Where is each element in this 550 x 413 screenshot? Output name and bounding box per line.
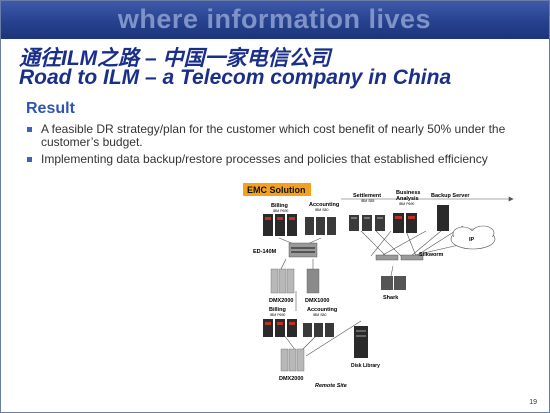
label-analysis-sub: IBM P690: [399, 202, 414, 206]
label-disk-library: Disk Library: [351, 363, 380, 369]
label-dmx1000: DMX1000: [305, 298, 329, 304]
emc-solution-diagram: EMC Solution Billing IBM P690 Accounting…: [243, 183, 514, 389]
label-settlement: Settlement: [353, 193, 381, 199]
slide-title-chinese: 通往ILM之路 – 中国一家电信公司: [19, 47, 331, 70]
ip-cloud-icon: [450, 225, 496, 250]
label-business: Business: [396, 190, 420, 196]
label-accounting-sub: IBM S80: [315, 208, 328, 212]
label-remote-billing-sub: IBM P690: [270, 313, 285, 317]
shark-storage-icon: [381, 276, 406, 290]
emc-solution-label: EMC Solution: [247, 185, 306, 195]
label-backup-server: Backup Server: [431, 193, 470, 199]
label-billing: Billing: [271, 203, 288, 209]
disk-library-icon: [354, 326, 368, 358]
bullet-icon: [27, 127, 32, 132]
silkworm-switch-icon: [375, 254, 399, 261]
label-ed-140m: ED-140M: [253, 249, 277, 255]
slide-title-english: Road to ILM – a Telecom company in China: [19, 66, 452, 89]
label-remote-dmx2000: DMX2000: [279, 376, 303, 382]
emc-solution-badge: [243, 183, 311, 196]
settlement-servers: [349, 215, 385, 231]
bullet-text: Implementing data backup/restore process…: [41, 152, 488, 166]
dmx2000-storage-icon: [270, 268, 295, 294]
label-remote-accounting: Accounting: [307, 307, 337, 313]
bullet-icon: [27, 157, 32, 162]
label-analysis: Analysis: [396, 196, 419, 202]
bullet-item: A feasible DR strategy/plan for the cust…: [26, 123, 531, 149]
bullet-list: A feasible DR strategy/plan for the cust…: [26, 123, 531, 170]
bullet-text: A feasible DR strategy/plan for the cust…: [41, 122, 506, 149]
banner-tagline: where information lives: [117, 4, 431, 34]
page-number: 19: [529, 399, 537, 406]
label-dmx2000: DMX2000: [269, 298, 293, 304]
analysis-servers: [393, 213, 417, 233]
label-billing-sub: IBM P690: [273, 209, 288, 213]
banner: where information lives: [1, 1, 549, 39]
ed-140m-switch-icon: [288, 242, 318, 258]
accounting-servers: [305, 217, 336, 235]
remote-accounting-servers: [303, 323, 334, 337]
label-remote-billing: Billing: [269, 307, 286, 313]
backup-server-icon: [437, 205, 449, 231]
label-ip: IP: [469, 237, 475, 243]
remote-dmx2000-storage-icon: [280, 348, 305, 372]
label-shark: Shark: [383, 295, 399, 301]
label-remote-accounting-sub: IBM S80: [313, 313, 326, 317]
section-heading: Result: [26, 100, 75, 117]
label-accounting: Accounting: [309, 202, 339, 208]
billing-servers: [263, 214, 297, 236]
remote-billing-servers: [263, 319, 297, 337]
bullet-item: Implementing data backup/restore process…: [26, 153, 531, 166]
label-remote-site: Remote Site: [315, 383, 347, 389]
dmx1000-storage-icon: [306, 268, 320, 294]
label-settlement-sub: IBM S85: [361, 199, 374, 203]
silkworm-switch-icon: [400, 254, 424, 261]
label-silkworm: Silkworm: [419, 252, 444, 258]
